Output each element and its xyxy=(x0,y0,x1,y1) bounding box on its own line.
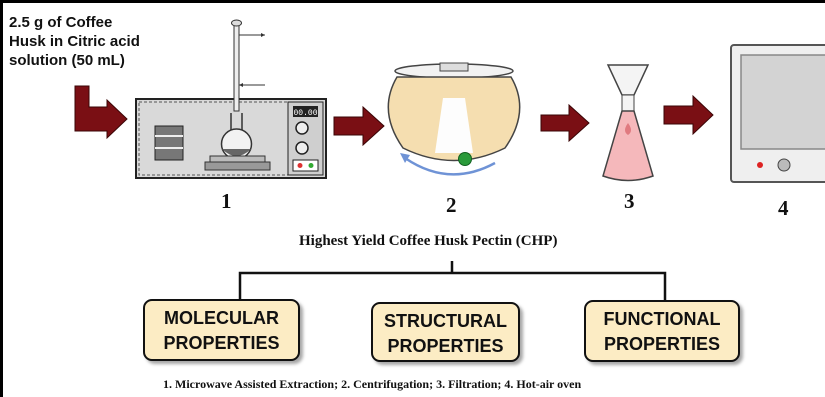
step-number-3: 3 xyxy=(624,189,635,213)
molecular-line-1: MOLECULAR xyxy=(164,308,279,328)
hot-air-oven xyxy=(730,44,825,183)
microwave-timer-display: 00.00 xyxy=(293,109,317,118)
property-bracket xyxy=(238,261,667,303)
flow-arrow-1 xyxy=(333,105,385,147)
step-number-1: 1 xyxy=(221,189,232,213)
flow-arrow-3 xyxy=(663,94,714,136)
structural-properties-box: STRUCTURAL PROPERTIES xyxy=(371,302,520,362)
filtration-flask xyxy=(602,64,654,182)
starting-material-label: 2.5 g of Coffee Husk in Citric acid solu… xyxy=(9,13,159,70)
intro-line-2: Husk in Citric acid xyxy=(9,33,140,50)
input-arrow xyxy=(74,85,128,140)
process-illustration: 00.00 xyxy=(74,19,825,303)
molecular-line-2: PROPERTIES xyxy=(163,333,280,353)
functional-line-2: PROPERTIES xyxy=(603,334,721,354)
functional-properties-box: FUNCTIONAL PROPERTIES xyxy=(584,300,740,362)
centrifuge-apparatus xyxy=(387,62,521,176)
functional-line-1: FUNCTIONAL xyxy=(603,309,721,329)
structural-line-2: PROPERTIES xyxy=(387,336,504,356)
flow-arrow-2 xyxy=(540,103,590,143)
intro-line-3: solution (50 mL) xyxy=(9,52,125,69)
step-number-2: 2 xyxy=(446,193,457,217)
figure-caption: 1. Microwave Assisted Extraction; 2. Cen… xyxy=(163,377,582,391)
intro-line-1: 2.5 g of Coffee xyxy=(9,14,113,31)
result-title: Highest Yield Coffee Husk Pectin (CHP) xyxy=(299,233,558,249)
microwave-apparatus: 00.00 xyxy=(135,19,327,179)
step-number-4: 4 xyxy=(778,196,789,220)
structural-line-1: STRUCTURAL xyxy=(384,311,507,331)
molecular-properties-box: MOLECULAR PROPERTIES xyxy=(143,299,300,361)
